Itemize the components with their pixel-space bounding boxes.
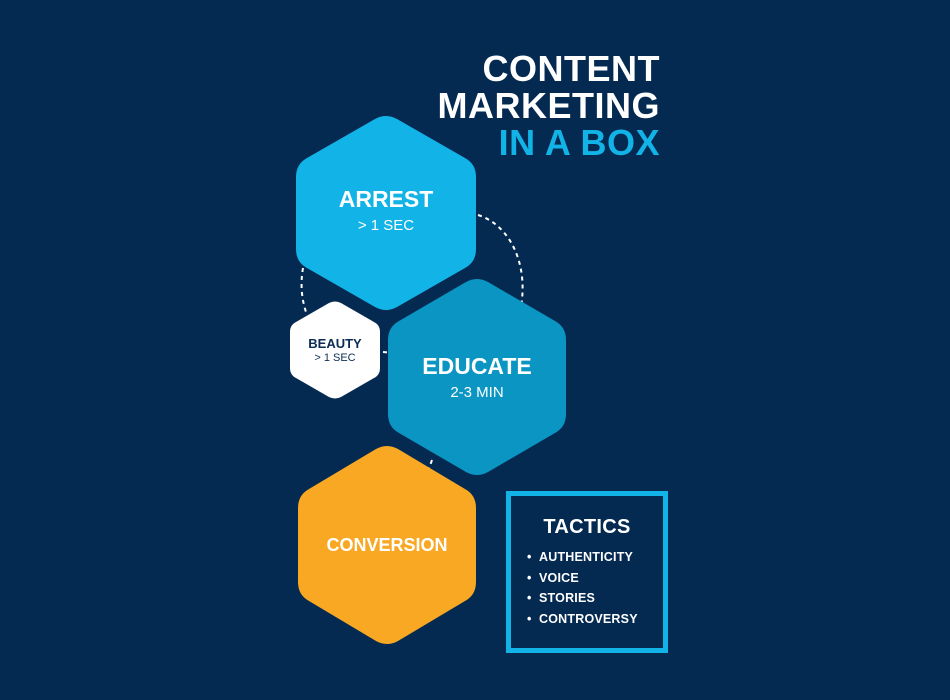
arrow-arrest-to-beauty: [300, 267, 307, 313]
educate-duration: 2-3 MIN: [450, 384, 504, 401]
beauty-label: BEAUTY: [308, 336, 362, 351]
hex-educate: EDUCATE 2-3 MIN: [387, 278, 567, 476]
hex-beauty: BEAUTY > 1 SEC: [288, 300, 382, 400]
tactics-item: •VOICE: [527, 570, 579, 585]
educate-label: EDUCATE: [422, 353, 532, 379]
beauty-duration: > 1 SEC: [314, 352, 356, 364]
tactics-list: •AUTHENTICITY •VOICE •STORIES •CONTROVER…: [511, 547, 663, 629]
conversion-label: CONVERSION: [326, 534, 448, 555]
tactics-title: TACTICS: [543, 516, 631, 538]
hex-arrest-shape: [296, 116, 476, 310]
hex-conversion: CONVERSION: [297, 445, 477, 645]
arrow-arrest-to-educate: [477, 214, 528, 319]
hex-beauty-shape: [290, 301, 380, 399]
title-line-3: IN A BOX: [498, 122, 660, 163]
tactics-item: •STORIES: [527, 591, 596, 605]
hex-conversion-shape: [298, 446, 476, 644]
arrest-label: ARREST: [338, 186, 434, 212]
hex-arrest: ARREST > 1 SEC: [295, 115, 477, 311]
arrest-duration: > 1 SEC: [357, 217, 415, 234]
title-line-1: CONTENT: [482, 48, 660, 89]
tactics-item: •CONTROVERSY: [527, 611, 638, 626]
title-line-2: MARKETING: [437, 85, 660, 126]
tactics-item: •AUTHENTICITY: [527, 550, 634, 564]
tactics-box: TACTICS •AUTHENTICITY •VOICE •STORIES •C…: [506, 491, 668, 653]
hex-educate-shape: [388, 279, 566, 475]
diagram-title: CONTENT MARKETING IN A BOX: [438, 50, 661, 161]
